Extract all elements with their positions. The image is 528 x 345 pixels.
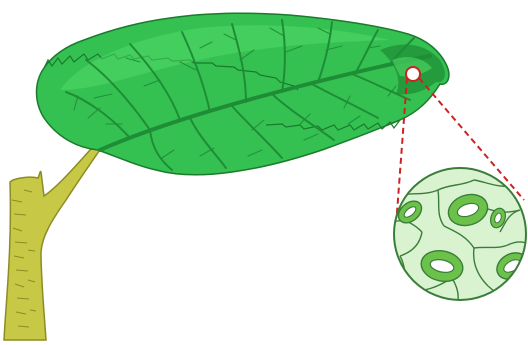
magnified-spot-marker bbox=[406, 67, 420, 81]
stem bbox=[4, 138, 108, 340]
magnified-epidermis-view bbox=[394, 168, 528, 308]
leaf-blade bbox=[37, 13, 449, 175]
